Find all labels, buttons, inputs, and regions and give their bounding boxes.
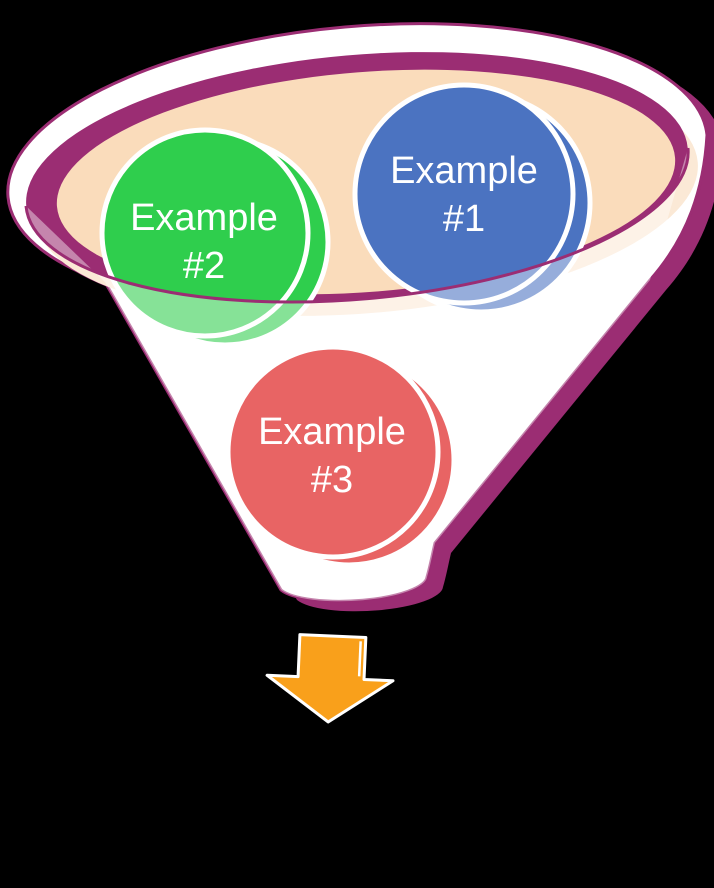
bubble-example-1-label-line1: Example — [390, 150, 538, 192]
mouth-front-edge — [24, 147, 690, 304]
bubble-example-3-label-line1: Example — [258, 411, 406, 453]
bubble-example-2-circle — [99, 127, 311, 339]
bubble-example-1 — [352, 82, 593, 315]
bubble-example-3-label-line2: #3 — [311, 459, 353, 501]
bubble-example-1-label-line2: #1 — [443, 198, 485, 240]
bubble-example-3: Example #3 — [225, 344, 457, 568]
down-arrow — [265, 633, 395, 724]
down-arrow-highlight-line — [357, 641, 362, 677]
bubble-example-1-label: Example #1 — [390, 150, 538, 240]
bubble-example-1-circle — [352, 82, 576, 306]
bubble-example-2-label-line2: #2 — [183, 245, 225, 287]
down-arrow-shape — [265, 633, 395, 724]
bubble-example-2-label-line1: Example — [130, 197, 278, 239]
bubble-example-3-circle — [225, 344, 441, 560]
bubble-example-2-label: Example #2 — [130, 197, 278, 287]
